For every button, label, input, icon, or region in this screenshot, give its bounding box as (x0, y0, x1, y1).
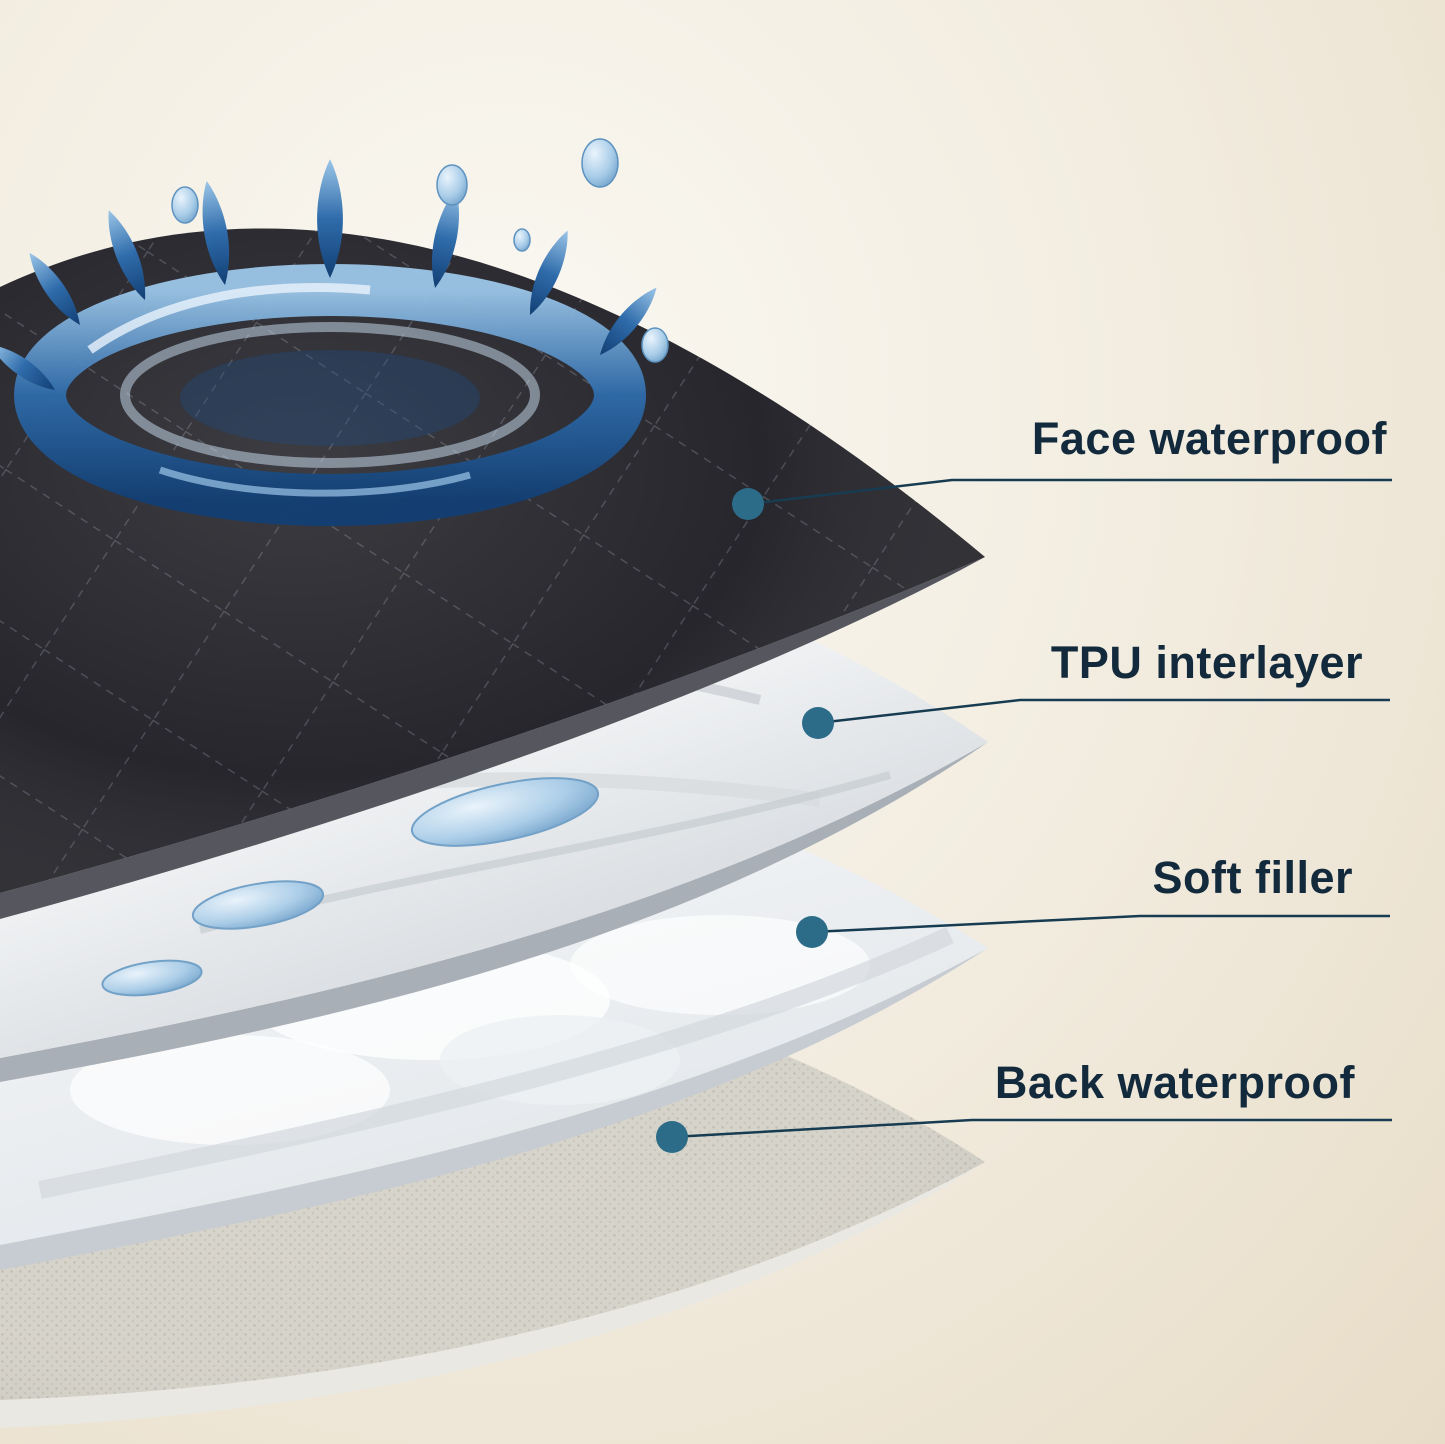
flying-droplets (171, 138, 669, 363)
label-tpu-interlayer: TPU interlayer (1050, 637, 1363, 688)
face-waterproof-layer (0, 228, 985, 919)
water-splash (0, 138, 669, 526)
tpu-water-droplets (101, 777, 600, 997)
label-soft-filler: Soft filler (1152, 852, 1353, 903)
back-layer-edge (0, 1162, 985, 1428)
callout-dot-face (732, 488, 764, 520)
label-back-waterproof: Back waterproof (994, 1057, 1355, 1108)
callout-line-back (671, 1118, 1392, 1139)
callout-dot-filler (796, 916, 828, 948)
callout-line-tpu (817, 698, 1390, 725)
callout-dot-back (656, 1121, 688, 1153)
callout-line-filler (811, 914, 1390, 934)
tpu-layer-edge (0, 742, 988, 1082)
callout-lines (671, 478, 1392, 1139)
filler-layer-edge (0, 948, 988, 1270)
callout-line-face (747, 478, 1392, 506)
callout-dot-tpu (802, 707, 834, 739)
face-layer-edge (0, 557, 985, 919)
label-face-waterproof: Face waterproof (1031, 413, 1387, 464)
callout-dots (656, 488, 834, 1153)
